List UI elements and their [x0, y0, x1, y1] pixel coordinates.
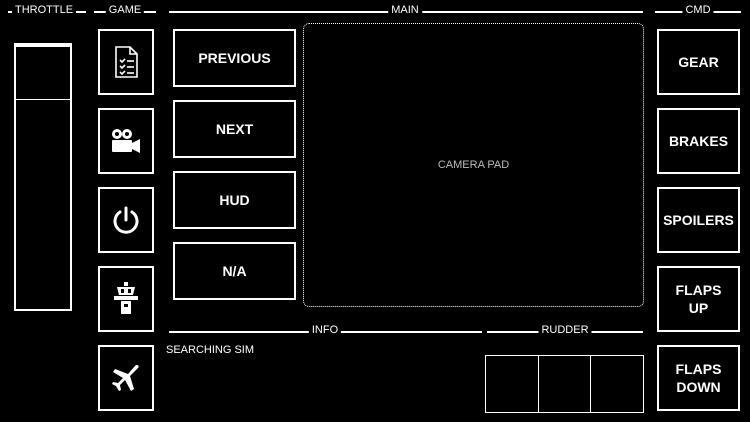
na-button[interactable]: N/A [173, 242, 296, 300]
rudder-center-zone[interactable] [539, 356, 592, 412]
gear-button[interactable]: GEAR [657, 29, 740, 95]
checklist-button[interactable] [98, 29, 154, 95]
video-camera-icon [112, 129, 140, 153]
throttle-slider[interactable] [14, 43, 72, 311]
power-icon [113, 206, 139, 234]
power-button[interactable] [98, 187, 154, 253]
atc-button[interactable] [98, 266, 154, 332]
rudder-label: RUDDER [538, 324, 592, 337]
spoilers-button[interactable]: SPOILERS [657, 187, 740, 253]
sim-status-text: SEARCHING SIM [166, 344, 255, 356]
cmd-label: CMD [682, 4, 714, 17]
throttle-handle[interactable] [16, 45, 70, 47]
rudder-left-zone[interactable] [486, 356, 539, 412]
control-tower-icon [114, 282, 138, 314]
clipboard-icon [115, 46, 138, 78]
info-label: INFO [308, 324, 342, 337]
throttle-divider [16, 99, 70, 100]
next-button[interactable]: NEXT [173, 100, 296, 158]
aircraft-button[interactable] [98, 345, 154, 411]
airplane-icon [112, 365, 139, 391]
brakes-button[interactable]: BRAKES [657, 108, 740, 174]
main-label: MAIN [388, 4, 422, 17]
hud-button[interactable]: HUD [173, 171, 296, 229]
throttle-label: THROTTLE [11, 4, 77, 17]
flaps-down-button[interactable]: FLAPS DOWN [657, 345, 740, 411]
rudder-right-zone[interactable] [591, 356, 643, 412]
rudder-slider[interactable] [485, 355, 644, 413]
game-label: GAME [105, 4, 145, 17]
camera-pad[interactable]: CAMERA PAD [303, 23, 644, 307]
camera-button[interactable] [98, 108, 154, 174]
flaps-up-button[interactable]: FLAPS UP [657, 266, 740, 332]
previous-button[interactable]: PREVIOUS [173, 29, 296, 87]
